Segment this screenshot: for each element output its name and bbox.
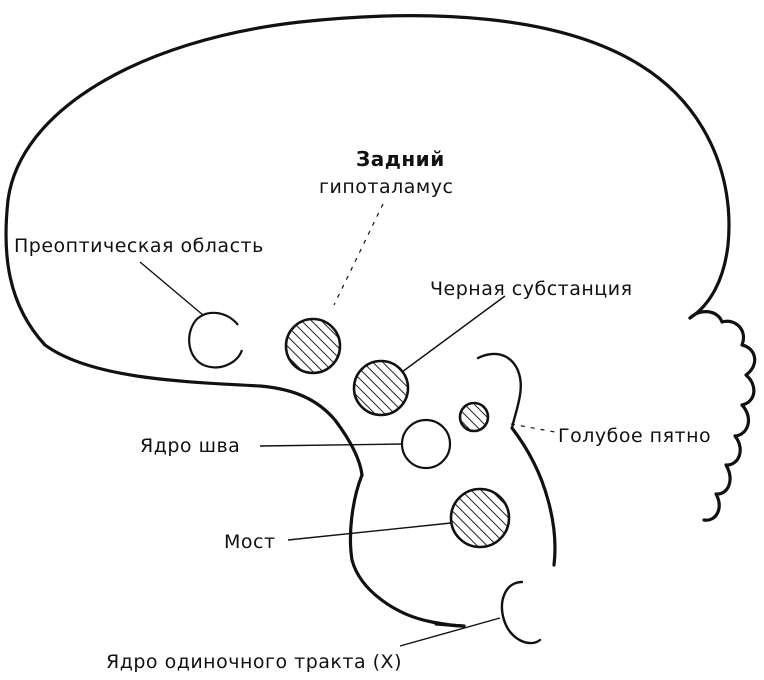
pons-nucleus	[449, 487, 511, 549]
label-raphe-nucleus: Ядро шва	[140, 435, 240, 457]
locus-coeruleus-leader	[510, 423, 556, 433]
raphe-nucleus-circle	[400, 418, 452, 470]
brainstem-posterior-outline	[510, 426, 557, 567]
cerebellum-outline	[688, 310, 757, 522]
label-preoptic-area: Преоптическая область	[14, 235, 264, 257]
substantia-nigra-nucleus	[352, 359, 410, 417]
pons-leader	[287, 522, 452, 541]
preoptic-leader	[139, 261, 204, 316]
solitary-tract-leader	[399, 617, 501, 647]
label-solitary-tract-nucleus: Ядро одиночного тракта (X)	[106, 651, 402, 673]
cortex-outline	[6, 14, 731, 320]
raphe-leader	[259, 443, 403, 447]
label-locus-coeruleus: Голубое пятно	[558, 425, 711, 447]
fourth-ventricle-outline	[476, 352, 522, 430]
solitary-tract-nucleus-shape	[500, 580, 542, 645]
label-pons: Мост	[224, 531, 276, 553]
label-substantia-nigra: Черная субстанция	[430, 278, 633, 300]
cortex-base-outline	[4, 198, 364, 477]
substantia-nigra-leader	[401, 295, 506, 373]
brainstem-anterior-outline	[348, 473, 466, 628]
solitary-tract-base	[434, 622, 464, 628]
preoptic-area-nucleus	[188, 311, 244, 369]
label-posterior-hypothalamus-1: Задний	[356, 147, 445, 171]
locus-coeruleus-nucleus	[458, 401, 490, 433]
posterior-hypothalamus-nucleus	[284, 317, 342, 375]
label-posterior-hypothalamus-2: гипоталамус	[319, 176, 453, 198]
posterior-hypothalamus-leader	[333, 203, 384, 306]
